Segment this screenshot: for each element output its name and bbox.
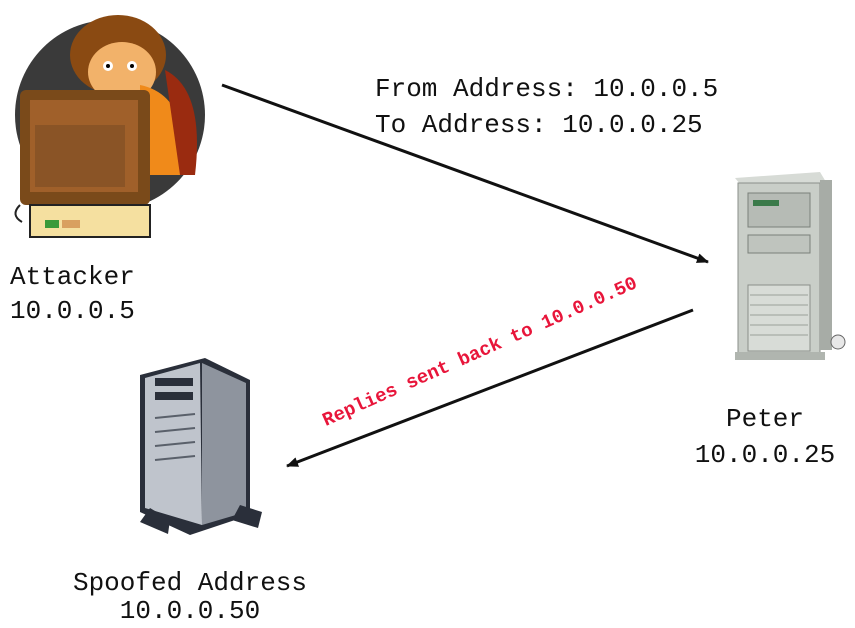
attacker-ip: 10.0.0.5: [10, 296, 135, 326]
request-arrow: [221, 83, 709, 264]
spoofed-server-icon: [140, 358, 262, 535]
spoofed-name: Spoofed Address: [72, 568, 308, 598]
spoofed-ip: 10.0.0.50: [119, 596, 261, 626]
packet-to-address: To Address: 10.0.0.25: [375, 110, 703, 140]
packet-from-address: From Address: 10.0.0.5: [375, 74, 719, 104]
server-tower-icon: [735, 172, 846, 360]
peter-ip: 10.0.0.25: [694, 440, 836, 470]
peter-name: Peter: [725, 404, 804, 434]
attacker-name: Attacker: [10, 262, 135, 292]
reply-arrow: [286, 308, 694, 468]
attacker-icon: [14, 15, 205, 238]
